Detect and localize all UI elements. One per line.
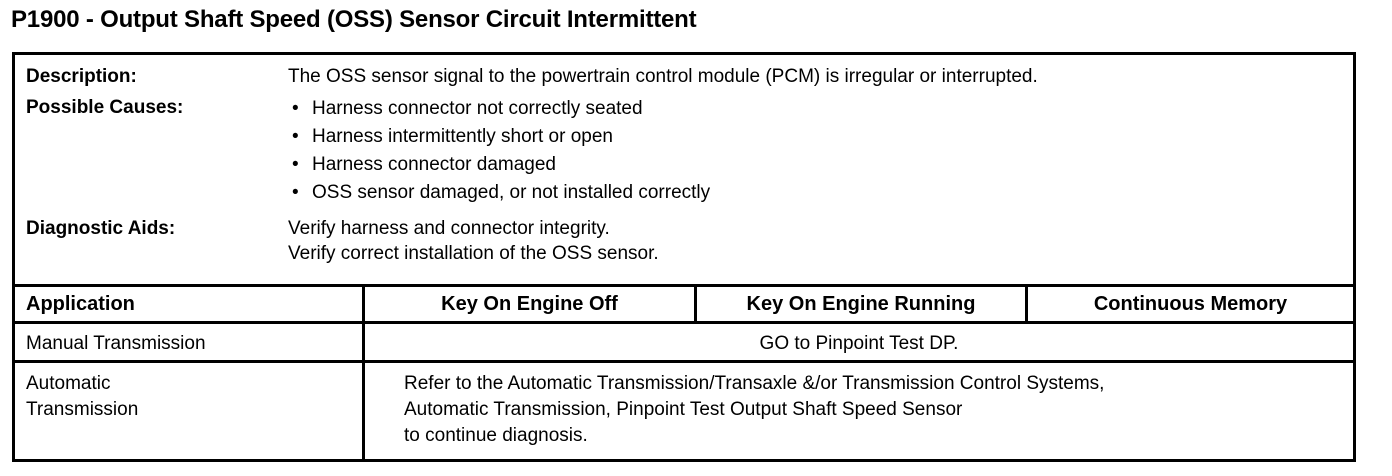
- row-application-line: Transmission: [26, 399, 139, 420]
- list-item: • Harness intermittently short or open: [288, 123, 1353, 151]
- row-action-line: Refer to the Automatic Transmission/Tran…: [404, 373, 1105, 394]
- row-application-manual-transmission: Manual Transmission: [15, 324, 365, 360]
- list-item-label: OSS sensor damaged, or not installed cor…: [312, 182, 711, 203]
- diagnostic-aids-row: Diagnostic Aids: Verify harness and conn…: [15, 207, 1353, 275]
- page-title: P1900 - Output Shaft Speed (OSS) Sensor …: [11, 6, 697, 33]
- table-header-row: Application Key On Engine Off Key On Eng…: [15, 287, 1353, 321]
- list-item-label: Harness connector not correctly seated: [312, 98, 643, 119]
- list-item: • OSS sensor damaged, or not installed c…: [288, 179, 1353, 207]
- bullet-icon: •: [292, 154, 299, 175]
- column-header-key-on-engine-running: Key On Engine Running: [697, 287, 1028, 321]
- row-action-manual-transmission: GO to Pinpoint Test DP.: [759, 333, 959, 354]
- column-header-application: Application: [15, 287, 365, 321]
- description-row: Description: The OSS sensor signal to th…: [15, 55, 1353, 89]
- bullet-icon: •: [292, 182, 299, 203]
- table-row: Automatic Transmission Refer to the Auto…: [15, 360, 1353, 459]
- diagnostic-aid-line: Verify harness and connector integrity.: [288, 218, 610, 239]
- row-action-automatic-transmission: Refer to the Automatic Transmission/Tran…: [365, 363, 1353, 459]
- row-application-line: Automatic: [26, 373, 111, 394]
- list-item-label: Harness intermittently short or open: [312, 126, 613, 147]
- row-application-automatic-transmission: Automatic Transmission: [15, 363, 365, 459]
- application-grid: Application Key On Engine Off Key On Eng…: [15, 284, 1353, 459]
- column-header-key-on-engine-off: Key On Engine Off: [365, 287, 697, 321]
- column-header-continuous-memory: Continuous Memory: [1093, 293, 1288, 315]
- diagnostic-aid-line: Verify correct installation of the OSS s…: [288, 243, 659, 264]
- info-block: Description: The OSS sensor signal to th…: [15, 55, 1353, 275]
- dtc-table: Description: The OSS sensor signal to th…: [12, 52, 1356, 462]
- description-label: Description:: [26, 66, 137, 87]
- list-item: • Harness connector not correctly seated: [288, 95, 1353, 123]
- bullet-icon: •: [292, 98, 299, 119]
- possible-causes-row: Possible Causes: • Harness connector not…: [15, 89, 1353, 207]
- table-row: Manual Transmission GO to Pinpoint Test …: [15, 321, 1353, 360]
- possible-causes-value: • Harness connector not correctly seated…: [288, 95, 1353, 207]
- grid-top-divider: [15, 284, 1353, 287]
- possible-causes-label: Possible Causes:: [26, 97, 184, 118]
- diagnostic-aids-value: Verify harness and connector integrity. …: [288, 216, 1353, 266]
- row-action-line: Automatic Transmission, Pinpoint Test Ou…: [404, 399, 963, 420]
- possible-causes-list: • Harness connector not correctly seated…: [288, 95, 1353, 207]
- diagnostic-aids-label: Diagnostic Aids:: [26, 218, 176, 239]
- list-item: • Harness connector damaged: [288, 151, 1353, 179]
- row-action-line: to continue diagnosis.: [404, 425, 588, 446]
- bullet-icon: •: [292, 126, 299, 147]
- description-value: The OSS sensor signal to the powertrain …: [288, 66, 1038, 87]
- list-item-label: Harness connector damaged: [312, 154, 556, 175]
